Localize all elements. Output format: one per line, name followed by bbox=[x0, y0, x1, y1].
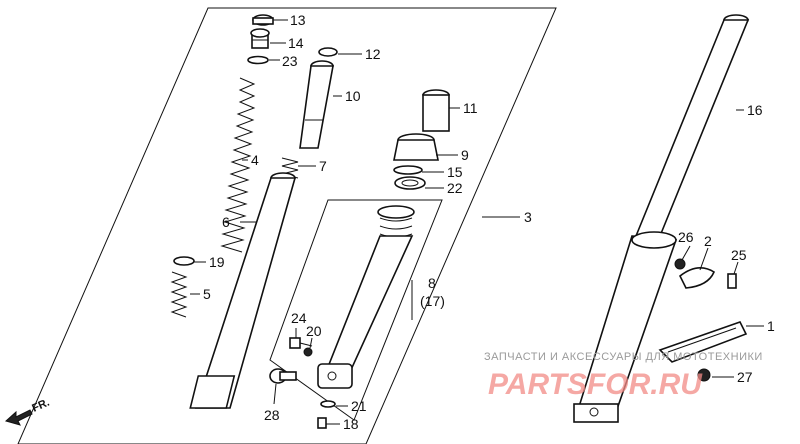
callout-6: 6 bbox=[222, 214, 230, 230]
part-2-reflector[interactable] bbox=[678, 267, 716, 289]
callout-19: 19 bbox=[209, 254, 225, 270]
part-8-damper-cylinder[interactable] bbox=[317, 205, 415, 389]
callout-25: 25 bbox=[731, 247, 747, 263]
part-11-slide-sleeve[interactable] bbox=[422, 89, 450, 132]
callout-15: 15 bbox=[447, 164, 463, 180]
part-19-washer[interactable] bbox=[173, 256, 195, 266]
front-direction-marker: FR. bbox=[4, 397, 51, 426]
part-5-spring[interactable] bbox=[170, 271, 188, 318]
part-4-spring[interactable] bbox=[220, 77, 256, 253]
callout-10: 10 bbox=[345, 88, 361, 104]
callout-4: 4 bbox=[251, 152, 259, 168]
callout-2: 2 bbox=[704, 233, 712, 249]
callout-27: 27 bbox=[737, 369, 753, 385]
part-6-inner-tube[interactable] bbox=[189, 172, 297, 409]
callout-12: 12 bbox=[365, 46, 381, 62]
callout-28: 28 bbox=[264, 407, 280, 423]
callout-22: 22 bbox=[447, 180, 463, 196]
part-1-bracket[interactable] bbox=[658, 321, 748, 363]
callout-3: 3 bbox=[524, 209, 532, 225]
part-13-cap[interactable] bbox=[252, 14, 274, 26]
callout-5: 5 bbox=[203, 286, 211, 302]
callout-18: 18 bbox=[343, 416, 359, 432]
callout-20: 20 bbox=[306, 323, 322, 339]
callout-1: 1 bbox=[767, 318, 775, 334]
part-24-bolt[interactable] bbox=[289, 337, 313, 349]
part-26-bolt[interactable] bbox=[674, 258, 686, 270]
part-25-bolt[interactable] bbox=[727, 273, 737, 289]
part-16-outer-tube[interactable] bbox=[573, 14, 750, 423]
callout-17: (17) bbox=[420, 293, 445, 309]
part-15-clip[interactable] bbox=[393, 165, 423, 175]
part-28-bolt[interactable] bbox=[269, 368, 297, 384]
part-21-washer[interactable] bbox=[320, 400, 336, 408]
part-10-damper-rod[interactable] bbox=[299, 60, 334, 149]
watermark-tagline: ЗАПЧАСТИ И АКСЕССУАРЫ ДЛЯ МОТОТЕХНИКИ bbox=[484, 351, 763, 363]
callout-16: 16 bbox=[747, 102, 763, 118]
part-27-bolt[interactable] bbox=[697, 368, 711, 382]
callout-14: 14 bbox=[288, 35, 304, 51]
part-22-washer[interactable] bbox=[394, 176, 426, 190]
callout-9: 9 bbox=[461, 147, 469, 163]
callout-23: 23 bbox=[282, 53, 298, 69]
front-marker-label: FR. bbox=[30, 397, 51, 415]
callout-13: 13 bbox=[290, 12, 306, 28]
callout-7: 7 bbox=[319, 158, 327, 174]
part-23-oring[interactable] bbox=[247, 55, 269, 65]
part-12-ring[interactable] bbox=[318, 47, 338, 57]
part-9-oil-seal[interactable] bbox=[393, 133, 439, 161]
watermark-brand: PARTSFOR.RU bbox=[488, 368, 703, 401]
callout-26: 26 bbox=[678, 229, 694, 245]
part-18-bolt[interactable] bbox=[317, 417, 327, 429]
callout-21: 21 bbox=[351, 398, 367, 414]
leader-lines bbox=[190, 19, 764, 425]
part-20-washer[interactable] bbox=[303, 347, 313, 357]
callout-11: 11 bbox=[463, 100, 478, 116]
part-14-bolt[interactable] bbox=[250, 28, 270, 49]
callout-24: 24 bbox=[291, 310, 307, 326]
parts-group-frame bbox=[17, 7, 557, 444]
damper-group-frame bbox=[269, 199, 443, 421]
callout-8: 8 bbox=[428, 275, 436, 291]
